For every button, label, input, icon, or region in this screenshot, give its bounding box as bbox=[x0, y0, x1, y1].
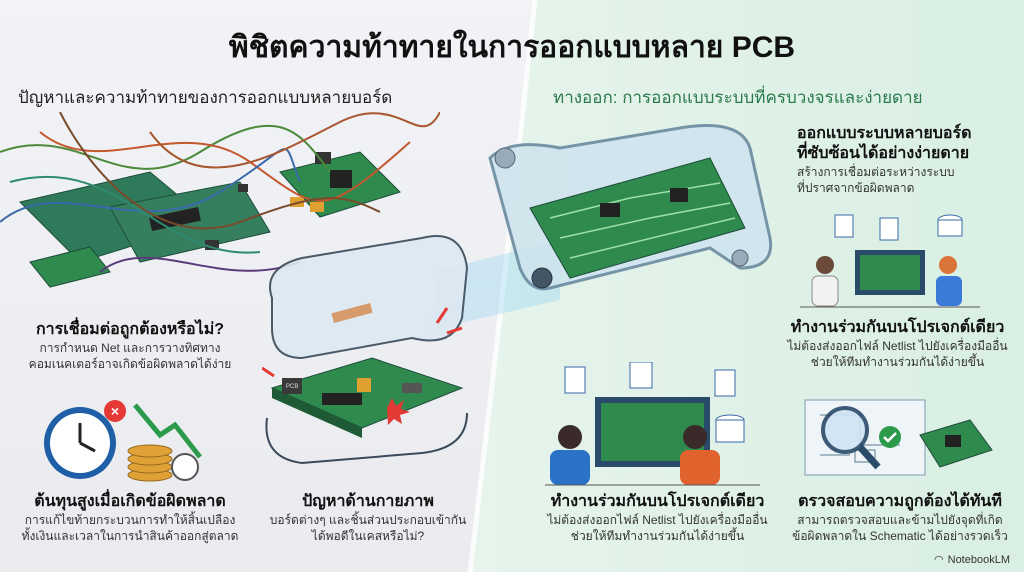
multiboard-line-1: สร้างการเชื่อมต่อระหว่างระบบ bbox=[797, 165, 955, 179]
multiboard-title-line-1: ออกแบบระบบหลายบอร์ด bbox=[797, 125, 972, 142]
notebooklm-icon: ◠ bbox=[934, 554, 944, 566]
verification-block: ตรวจสอบความถูกต้องได้ทันที สามารถตรวจสอบ… bbox=[780, 492, 1020, 544]
collaboration-line-2-upper: ช่วยให้ทีมทำงานร่วมกันได้ง่ายขึ้น bbox=[810, 355, 985, 369]
collaboration-line-2-lower: ช่วยให้ทีมทำงานร่วมกันได้ง่ายขึ้น bbox=[570, 529, 745, 543]
team-workspace-illustration bbox=[545, 362, 760, 486]
collaboration-title-lower: ทำงานร่วมกันบนโปรเจกต์เดียว bbox=[550, 493, 765, 510]
collaboration-block-lower: ทำงานร่วมกันบนโปรเจกต์เดียว ไม่ต้องส่งออ… bbox=[525, 492, 790, 544]
multiboard-line-2: ที่ปราศจากข้อผิดพลาด bbox=[797, 181, 915, 195]
verification-illustration bbox=[804, 399, 993, 476]
collaboration-line-1-lower: ไม่ต้องส่งออกไฟล์ Netlist ไปยังเครื่องมื… bbox=[547, 513, 768, 527]
verification-title: ตรวจสอบความถูกต้องได้ทันที bbox=[798, 493, 1002, 510]
connection-issue-line-1: การกำหนด Net และการวางทิศทาง bbox=[39, 341, 221, 355]
connection-issue-block: การเชื่อมต่อถูกต้องหรือไม่? การกำหนด Net… bbox=[20, 320, 240, 372]
cost-illustration: × bbox=[44, 400, 202, 482]
verification-line-2: ข้อผิดพลาดใน Schematic ได้อย่างรวดเร็ว bbox=[792, 529, 1008, 543]
cost-issue-block: ต้นทุนสูงเมื่อเกิดข้อผิดพลาด การแก้ไขท้า… bbox=[15, 492, 245, 544]
cost-issue-line-1: การแก้ไขท้ายกระบวนการทำให้สิ้นเปลือง bbox=[24, 513, 236, 527]
collaboration-line-1-upper: ไม่ต้องส่งออกไฟล์ Netlist ไปยังเครื่องมื… bbox=[787, 339, 1008, 353]
collision-icon bbox=[387, 398, 410, 425]
pcb-label: PCB bbox=[286, 384, 298, 390]
check-icon bbox=[879, 426, 901, 448]
physical-issue-block: ปัญหาด้านกายภาพ บอร์ดต่างๆ และชิ้นส่วนปร… bbox=[258, 492, 478, 544]
collaboration-block-upper: ทำงานร่วมกันบนโปรเจกต์เดียว ไม่ต้องส่งออ… bbox=[775, 318, 1020, 370]
connection-issue-title: การเชื่อมต่อถูกต้องหรือไม่? bbox=[35, 321, 225, 338]
multiboard-title-line-2: ที่ซับซ้อนได้อย่างง่ายดาย bbox=[797, 145, 970, 162]
pcb-board bbox=[270, 357, 464, 429]
multiboard-block: ออกแบบระบบหลายบอร์ด ที่ซับซ้อนได้อย่างง่… bbox=[797, 124, 1017, 196]
document-icon bbox=[834, 214, 854, 238]
physical-issue-line-1: บอร์ดต่างๆ และชิ้นส่วนประกอบเข้ากัน bbox=[269, 513, 467, 527]
team-collaboration-illustration bbox=[800, 214, 980, 308]
collaboration-title-upper: ทำงานร่วมกันบนโปรเจกต์เดียว bbox=[790, 319, 1005, 336]
cost-issue-line-2: ทั้งเงินและเวลาในการนำสินค้าออกสู่ตลาด bbox=[21, 529, 239, 543]
svg-text:×: × bbox=[111, 403, 119, 419]
problems-heading: ปัญหาและความท้าทายของการออกแบบหลายบอร์ด bbox=[18, 88, 393, 107]
notebooklm-label: NotebookLM bbox=[947, 553, 1010, 566]
tangled-pcb-illustration bbox=[0, 112, 440, 288]
verification-line-1: สามารถตรวจสอบและข้ามไปยังจุดที่เกิด bbox=[797, 513, 1003, 527]
globe-doc-icon bbox=[629, 362, 653, 389]
case-lid bbox=[269, 235, 469, 360]
declining-arrow-icon bbox=[133, 403, 202, 459]
notebooklm-logo: ◠ NotebookLM bbox=[934, 553, 1010, 567]
page-title: พิชิตความท้าทายในการออกแบบหลาย PCB bbox=[228, 31, 796, 64]
connection-issue-line-2: คอมเนคเตอร์อาจเกิดข้อผิดพลาดได้ง่าย bbox=[28, 357, 232, 371]
solution-heading: ทางออก: การออกแบบระบบที่ครบวงจรและง่ายดา… bbox=[553, 88, 923, 107]
enclosure-illustration: PCB bbox=[262, 235, 469, 465]
integrated-system-illustration bbox=[488, 124, 773, 291]
physical-issue-title: ปัญหาด้านกายภาพ bbox=[302, 493, 434, 510]
case-base bbox=[265, 412, 468, 465]
magnifier-icon bbox=[821, 406, 869, 454]
error-icon bbox=[104, 400, 126, 422]
document-icon bbox=[564, 366, 586, 394]
cost-issue-title: ต้นทุนสูงเมื่อเกิดข้อผิดพลาด bbox=[34, 493, 226, 510]
physical-issue-line-2: ได้พอดีในเคสหรือไม่? bbox=[311, 529, 425, 543]
